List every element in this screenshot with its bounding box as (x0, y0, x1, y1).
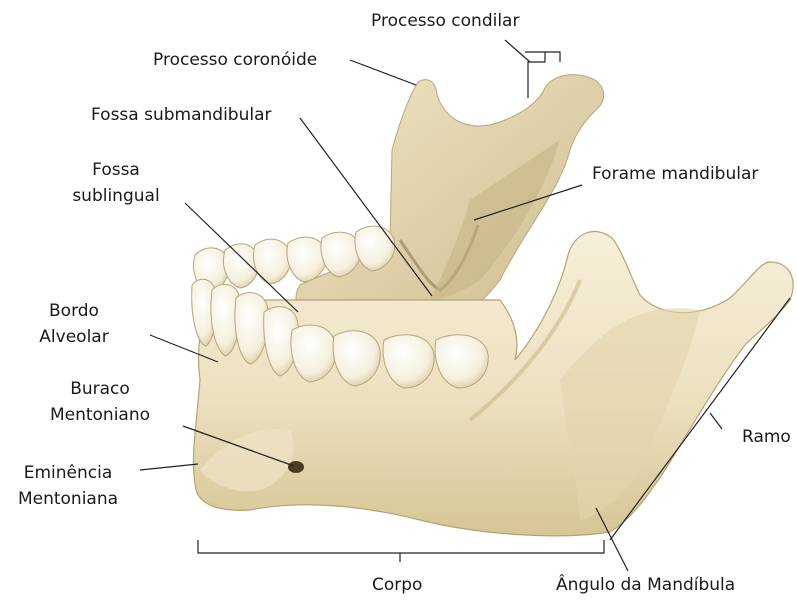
label-angulo-mandibula: Ângulo da Mandíbula (556, 574, 735, 596)
label-corpo: Corpo (372, 574, 422, 596)
label-fossa-submandibular: Fossa submandibular (91, 104, 272, 126)
label-buraco-mentoniano-line2: Mentoniano (40, 404, 160, 426)
label-ramo: Ramo (742, 426, 791, 448)
label-bordo-alveolar-line2: Alveolar (24, 326, 124, 348)
label-bordo-alveolar-line1: Bordo (24, 300, 124, 322)
label-forame-mandibular: Forame mandibular (592, 163, 758, 185)
label-processo-condilar: Processo condilar (371, 10, 519, 32)
bracket-corpo (198, 540, 604, 562)
label-buraco-mentoniano-line1: Buraco (40, 378, 160, 400)
label-processo-coronoide: Processo coronóide (153, 49, 317, 71)
line-processo-coronoide (350, 60, 416, 85)
line-eminencia-mentoniana (140, 464, 198, 470)
label-eminencia-mentoniana-line2: Mentoniana (2, 488, 134, 510)
mental-foramen (288, 461, 304, 473)
label-fossa-sublingual-line2: sublingual (66, 185, 166, 207)
label-fossa-sublingual-line1: Fossa (66, 159, 166, 181)
label-eminencia-mentoniana-line1: Eminência (2, 462, 134, 484)
